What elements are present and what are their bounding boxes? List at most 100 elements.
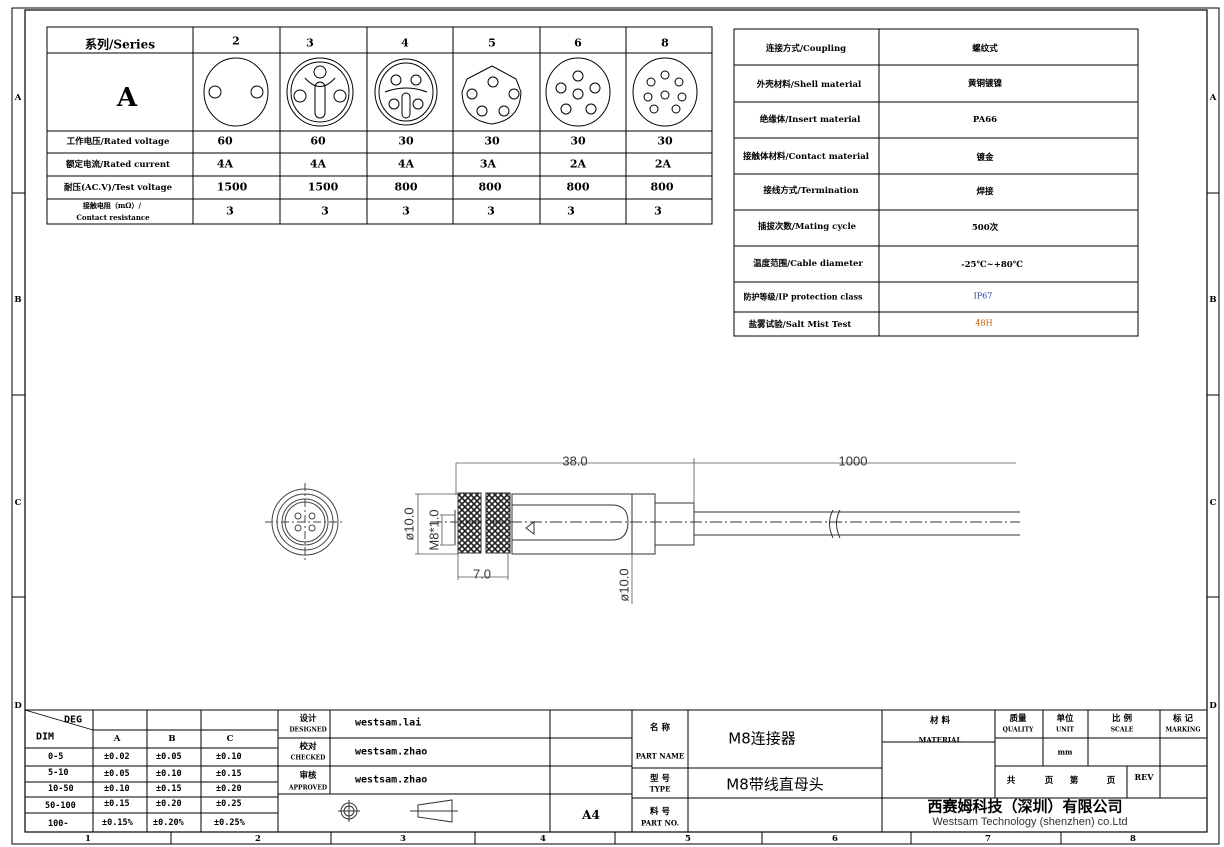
cell: 3 [402,204,410,218]
cell: 60 [310,134,326,148]
cell: 2A [569,157,587,171]
cell: 800 [566,180,590,194]
zone-dividers [12,192,1219,844]
tol-range: 10-50 [48,784,74,794]
cell: 4A [309,157,327,171]
cell: 60 [217,134,233,148]
zone-label-c-right: C [1209,498,1217,508]
tol-range: 0-5 [48,752,64,762]
tol-cell: ±0.02 [104,752,130,762]
spec-label: 温度范围/Cable diameter [753,259,863,269]
tol-cell: ±0.20% [153,818,184,828]
zone-col-6: 6 [832,834,838,844]
designed-name: westsam.lai [355,717,422,729]
pin-layout-5 [461,65,522,125]
unit-label-cn: 单位 [1056,714,1074,724]
spec-label: 接触体材料/Contact material [743,152,869,162]
approved-label-cn: 审核 [299,771,317,781]
series-table-grid [46,26,713,225]
approved-name: westsam.zhao [355,774,428,786]
type-label-cn: 型 号 [650,774,670,784]
designed-label-en: DESIGNED [289,726,327,734]
part-no-label-cn: 料 号 [650,807,670,817]
type-value: M8带线直母头 [726,775,824,794]
series-3: 3 [306,36,314,50]
company-name-en: Westsam Technology (shenzhen) co.Ltd [932,816,1128,828]
zone-label-b-right: B [1209,295,1217,305]
tol-cell: ±0.20 [216,784,242,794]
tol-cell: ±0.05 [104,769,130,779]
cell: 30 [657,134,673,148]
zone-label-d: D [14,701,22,711]
quality-label-cn: 质量 [1009,714,1027,724]
pin-layout-2 [203,57,269,127]
material-label-en: MATERIAL [918,735,962,745]
projection-symbol [338,799,458,823]
sheet-size: A4 [582,808,600,822]
row-label-rated-current: 额定电流/Rated current [66,160,170,170]
spec-label: 接线方式/Termination [763,186,859,196]
cell: 3A [479,157,497,171]
cell: 800 [394,180,418,194]
pin-layout-4 [374,58,438,126]
cell: 3 [654,204,662,218]
inner-frame [24,9,1208,833]
tol-cell: ±0.05 [156,752,182,762]
part-name-label-en: PART NAME [635,751,685,761]
checked-name: westsam.zhao [355,746,428,758]
tol-cell: ±0.15 [156,784,182,794]
zone-col-1: 1 [85,834,91,844]
pin-layout-6 [545,57,611,127]
cell: 1500 [216,180,248,194]
spec-label: 插拔次数/Mating cycle [757,222,857,232]
tol-cell: ±0.20 [156,799,182,809]
cell: 2A [654,157,672,171]
series-4: 4 [401,36,409,50]
tol-cell: ±0.15 [104,799,130,809]
zone-col-2: 2 [255,834,261,844]
front-view [265,483,345,562]
zone-label-a: A [14,93,22,103]
row-label-test-voltage: 耐压(AC.V)/Test voltage [64,183,172,193]
type-label-en: TYPE [649,784,671,794]
tol-range: 100- [48,819,69,829]
spec-value: 黄铜镀镍 [967,79,1003,89]
cell: 1500 [307,180,339,194]
spec-label: 连接方式/Coupling [765,44,847,54]
tol-cell: ±0.15 [216,769,242,779]
title-block-grid [24,709,1207,832]
pages-total: 共 [1006,776,1016,786]
material-label-cn: 材 料 [930,716,950,726]
zone-col-5: 5 [685,834,691,844]
tol-cell: ±0.10 [156,769,182,779]
spec-label: 绝缘体/Insert material [759,115,861,125]
tol-cell: ±0.25% [214,818,245,828]
side-view [430,492,1020,555]
cell: 30 [484,134,500,148]
tol-cell: ±0.25 [216,799,242,809]
dim-length: 38.0 [562,453,588,469]
spec-value: PA66 [972,115,998,125]
row-label-contact-resistance: 接触电阻（mΩ）/ [82,201,142,210]
cell: 800 [478,180,502,194]
zone-label-c: C [14,498,22,508]
dim-cable-length: 1000 [838,453,868,469]
dim-body-diameter: ø10.0 [616,568,632,602]
cell: 30 [570,134,586,148]
zone-col-7: 7 [985,834,991,844]
cell: 4A [397,157,415,171]
tol-cell: ±0.10 [216,752,242,762]
marking-label-cn: 标 记 [1173,714,1193,724]
pin-layout-3 [286,57,354,127]
designed-label-cn: 设计 [299,714,317,724]
dim-label: DIM [36,731,55,743]
cell: 4A [216,157,234,171]
rev-label: REV [1134,772,1154,782]
spec-label: 盐雾试验/Salt Mist Test [748,320,852,330]
spec-value: -25℃~+80℃ [961,260,1023,270]
spec-label: 外壳材料/Shell material [756,80,862,90]
spec-label: 防护等级/IP protection class [743,291,863,302]
series-6: 6 [574,36,582,50]
